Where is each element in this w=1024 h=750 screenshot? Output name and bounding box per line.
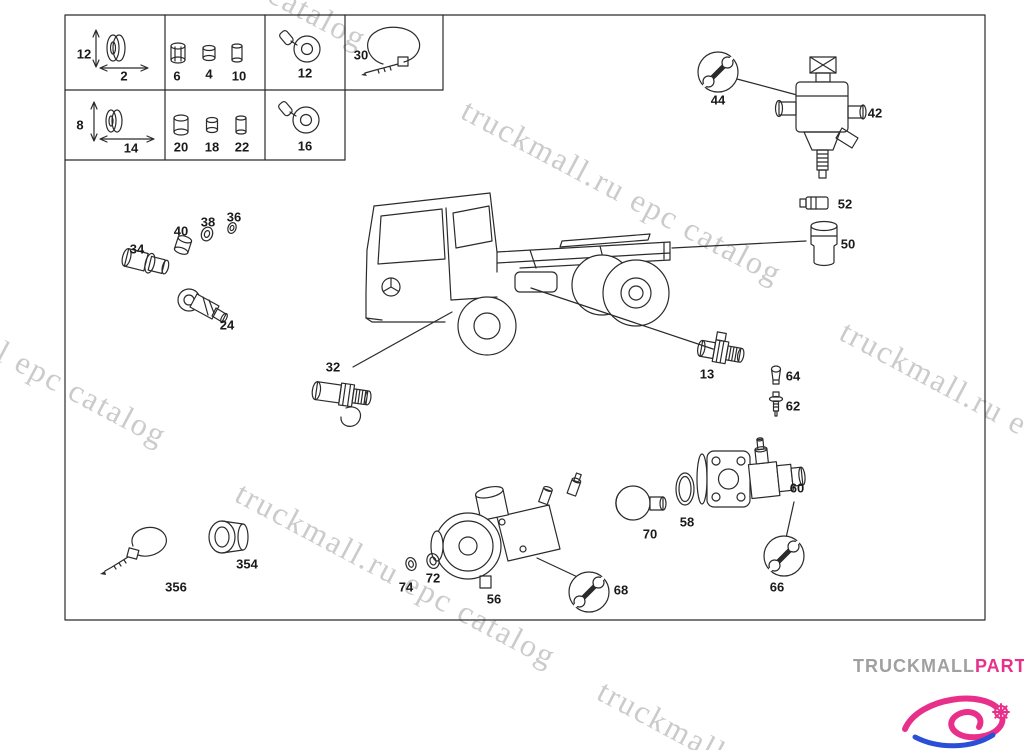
part-callout-68[interactable]: 68 <box>613 582 629 598</box>
part-40-nut <box>173 235 193 255</box>
part-callout-354[interactable]: 354 <box>236 556 258 572</box>
part-callout-30[interactable]: 30 <box>353 47 369 63</box>
part-callout-24[interactable]: 24 <box>219 317 235 333</box>
part-callout-74[interactable]: 74 <box>398 579 414 595</box>
brand-swirl-icon <box>902 695 1010 749</box>
part-callout-58[interactable]: 58 <box>679 514 695 530</box>
leader-lines <box>352 78 807 581</box>
part-32-fitting <box>311 381 372 427</box>
part-callout-18[interactable]: 18 <box>204 139 220 155</box>
part-callout-20[interactable]: 20 <box>173 139 189 155</box>
part-38-washer <box>200 226 214 242</box>
part-13-fitting <box>697 331 745 365</box>
part-52-clamp <box>799 196 829 210</box>
part-callout-36[interactable]: 36 <box>226 209 242 225</box>
part-callout-10[interactable]: 10 <box>231 68 247 84</box>
part-callout-52[interactable]: 52 <box>837 196 853 212</box>
part-56-valve <box>430 472 582 589</box>
legend-cable-tie-30 <box>361 26 421 76</box>
part-callout-356[interactable]: 356 <box>165 579 187 595</box>
part-42-valve <box>774 56 867 179</box>
brand-name-parts: PARTS <box>974 656 1024 676</box>
part-callout-2[interactable]: 2 <box>120 68 128 84</box>
legend-banjo-12 <box>279 30 321 63</box>
part-callout-62[interactable]: 62 <box>785 398 801 414</box>
part-callout-8[interactable]: 8 <box>76 117 84 133</box>
part-24-elbow <box>177 288 228 324</box>
diagram-border <box>64 14 986 621</box>
part-callout-64[interactable]: 64 <box>785 368 801 384</box>
part-62-valve <box>768 391 784 417</box>
part-callout-4[interactable]: 4 <box>205 66 213 82</box>
part-callout-16[interactable]: 16 <box>297 138 313 154</box>
part-callout-60[interactable]: 60 <box>789 480 805 496</box>
brand-logo: TRUCKMALLPARTS <box>853 656 1024 750</box>
part-callout-50[interactable]: 50 <box>840 236 856 252</box>
part-74-washer <box>405 556 417 572</box>
brand-wordmark: TRUCKMALLPARTS <box>853 656 1024 677</box>
part-callout-38[interactable]: 38 <box>200 214 216 230</box>
part-callout-13[interactable]: 13 <box>699 366 715 382</box>
part-60-valve <box>696 437 806 508</box>
legend-washer-2 <box>92 29 149 72</box>
part-callout-34[interactable]: 34 <box>129 241 145 257</box>
truck-illustration <box>365 192 671 356</box>
part-34-fitting <box>121 248 170 275</box>
part-callout-66[interactable]: 66 <box>769 579 785 595</box>
legend-nuts-6-4-10 <box>170 42 243 64</box>
part-70-cap <box>615 485 667 521</box>
part-callout-72[interactable]: 72 <box>425 570 441 586</box>
legend-washer-14 <box>90 101 155 143</box>
brand-name-truckmall: TRUCKMALL <box>853 656 975 676</box>
part-callout-40[interactable]: 40 <box>173 223 189 239</box>
part-36-washer <box>227 222 237 234</box>
legend-grid <box>64 14 444 161</box>
part-callout-44[interactable]: 44 <box>710 92 726 108</box>
legend-nuts-20-18-22 <box>173 114 247 136</box>
part-callout-32[interactable]: 32 <box>325 359 341 375</box>
part-72-washer <box>426 552 440 570</box>
part-callout-22[interactable]: 22 <box>234 139 250 155</box>
part-callout-14[interactable]: 14 <box>123 140 139 156</box>
part-callout-70[interactable]: 70 <box>642 526 658 542</box>
legend-banjo-16 <box>278 101 320 134</box>
part-callout-12[interactable]: 12 <box>76 46 92 62</box>
part-354-grommet <box>208 520 249 554</box>
part-callout-12[interactable]: 12 <box>297 65 313 81</box>
part-callout-42[interactable]: 42 <box>867 105 883 121</box>
part-callout-56[interactable]: 56 <box>486 591 502 607</box>
part-58-oring <box>675 472 695 506</box>
part-64-plug <box>770 365 782 385</box>
part-50-sleeve <box>810 220 838 267</box>
part-callout-6[interactable]: 6 <box>173 68 181 84</box>
part-356-cable-tie <box>100 526 168 575</box>
